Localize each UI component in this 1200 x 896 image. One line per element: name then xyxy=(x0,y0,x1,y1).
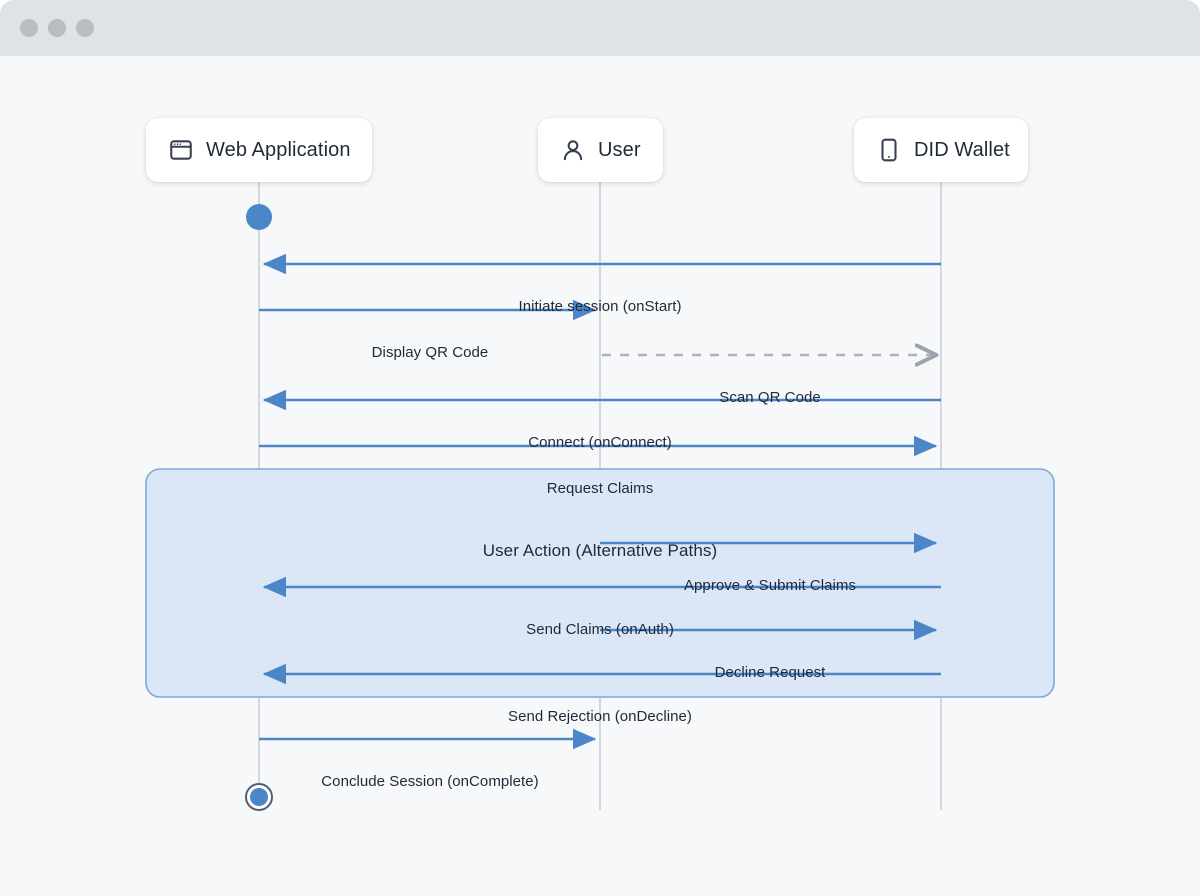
message-label-display-qr-code: Display QR Code xyxy=(371,344,489,361)
sequence-end-marker xyxy=(250,788,268,806)
participant-label: User xyxy=(598,138,641,161)
message-label-conclude-session: Conclude Session (onComplete) xyxy=(321,773,539,790)
participant-label: DID Wallet xyxy=(914,138,1010,161)
participant-web-application[interactable]: Web Application xyxy=(146,118,372,182)
close-button[interactable] xyxy=(20,19,38,37)
participant-user[interactable]: User xyxy=(538,118,663,182)
message-label-decline-request: Decline Request xyxy=(714,664,826,681)
mobile-phone-icon xyxy=(881,138,897,162)
message-label-send-rejection: Send Rejection (onDecline) xyxy=(508,708,692,725)
fragment-box-user-action xyxy=(145,468,1055,698)
fragment-title: User Action (Alternative Paths) xyxy=(482,541,718,560)
diagram-canvas: Web Application User DID Wallet User Act… xyxy=(0,56,1200,896)
message-label-approve-submit-claims: Approve & Submit Claims xyxy=(683,577,857,594)
window-titlebar xyxy=(0,0,1200,56)
message-label-initiate-session: Initiate session (onStart) xyxy=(518,298,682,315)
message-arrows xyxy=(259,253,941,750)
maximize-button[interactable] xyxy=(76,19,94,37)
minimize-button[interactable] xyxy=(48,19,66,37)
message-label-connect: Connect (onConnect) xyxy=(528,434,672,451)
person-icon xyxy=(563,140,583,161)
window-controls xyxy=(20,19,94,37)
sequence-start-marker xyxy=(246,204,272,230)
participant-did-wallet[interactable]: DID Wallet xyxy=(854,118,1028,182)
message-label-scan-qr-code: Scan QR Code xyxy=(719,389,821,406)
message-label-request-claims: Request Claims xyxy=(546,480,654,497)
sequence-diagram-graphics xyxy=(145,182,1055,811)
browser-window-icon xyxy=(170,140,192,160)
participant-label: Web Application xyxy=(206,138,351,161)
message-label-send-claims: Send Claims (onAuth) xyxy=(526,621,674,638)
